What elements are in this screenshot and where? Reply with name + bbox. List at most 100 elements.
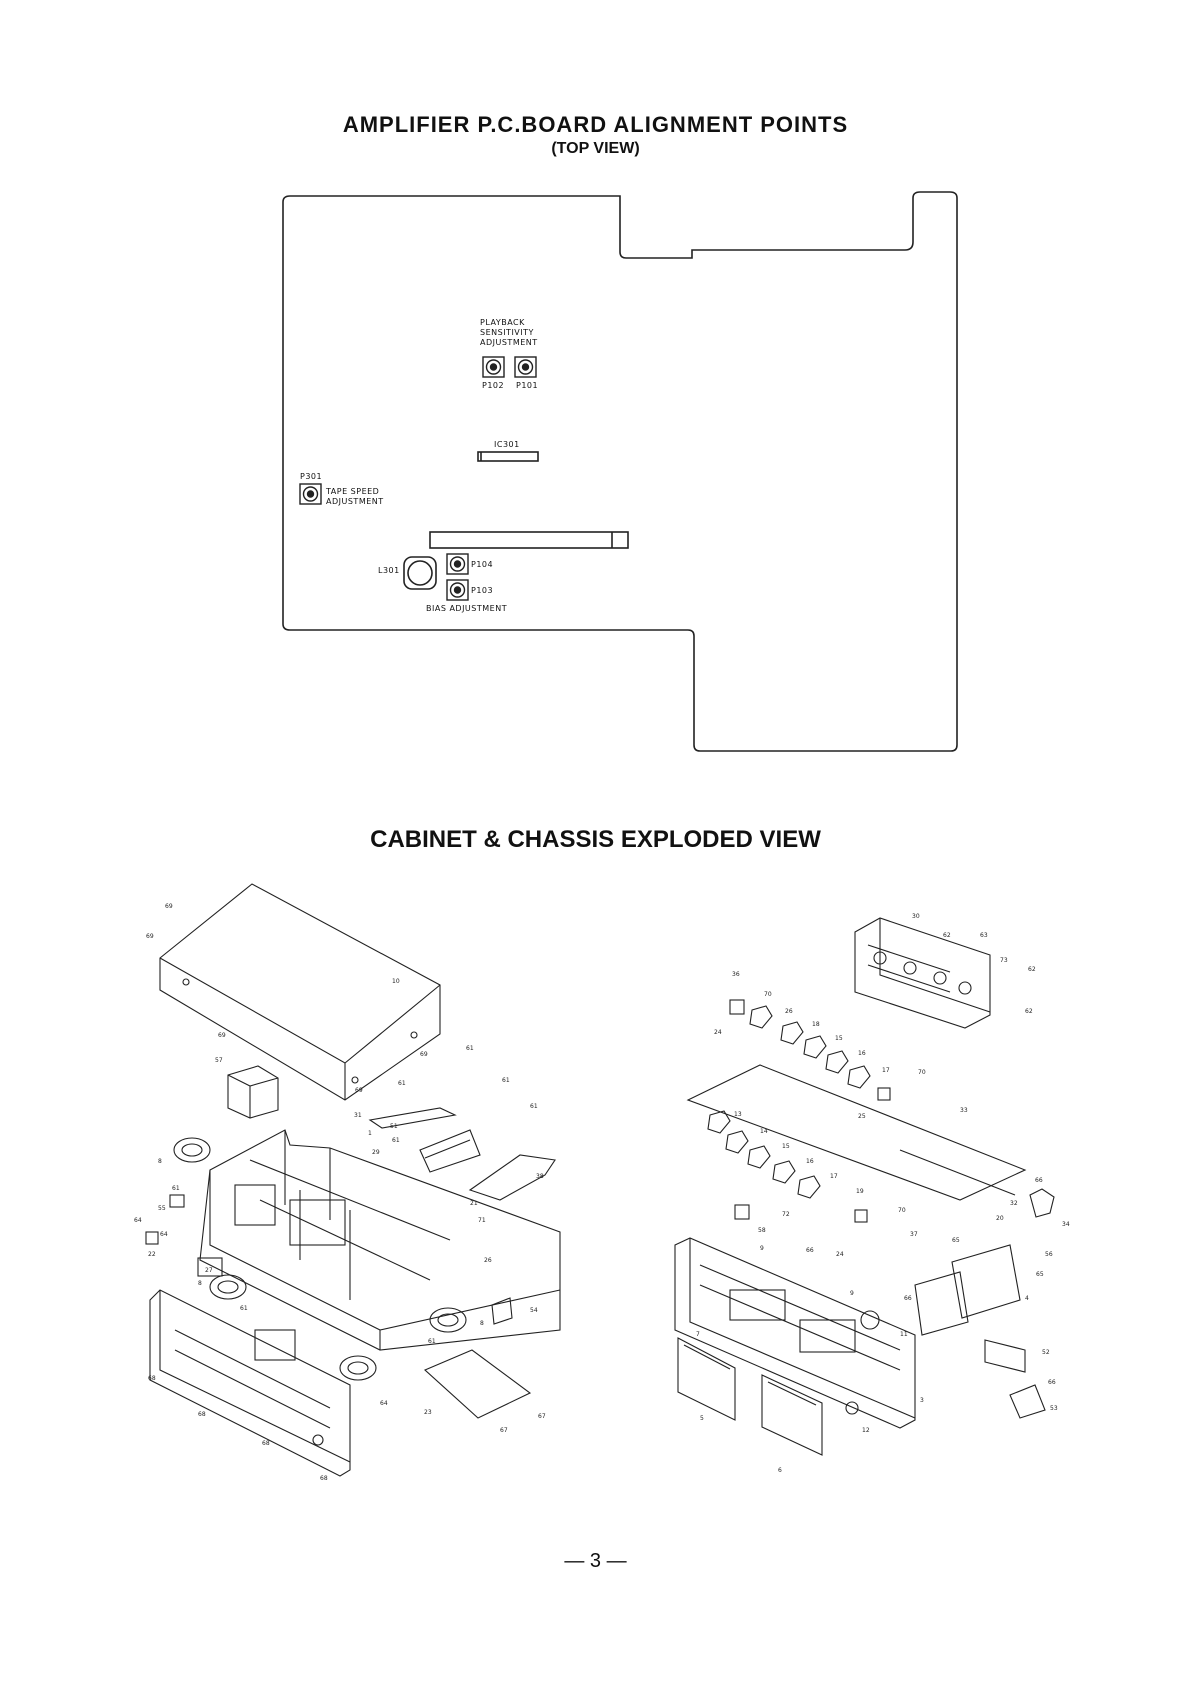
l301-label: L301 — [378, 566, 400, 575]
p102-label: P102 — [482, 381, 505, 390]
callout: 27 — [205, 1267, 213, 1274]
callout: 61 — [398, 1080, 406, 1087]
callout: 65 — [952, 1237, 960, 1244]
callout: 66 — [806, 1247, 814, 1254]
callout: 61 — [172, 1185, 180, 1192]
callout: 64 — [380, 1400, 388, 1407]
callout: 11 — [900, 1331, 908, 1338]
transformer — [227, 1065, 279, 1119]
bottom-plate — [423, 1349, 532, 1419]
callout: 31 — [354, 1112, 362, 1119]
callout: 3 — [920, 1397, 924, 1404]
callout: 61 — [502, 1077, 510, 1084]
callout: 57 — [215, 1057, 223, 1064]
callout: 25 — [858, 1113, 866, 1120]
p102-pot — [482, 356, 505, 378]
exploded-section-title: CABINET & CHASSIS EXPLODED VIEW — [370, 826, 821, 853]
callout: 66 — [1048, 1379, 1056, 1386]
callout: 68 — [320, 1475, 328, 1482]
callout: 33 — [960, 1107, 968, 1114]
callout: 19 — [856, 1188, 864, 1195]
callout: 63 — [980, 932, 988, 939]
p104-pot — [446, 553, 469, 575]
callout: 61 — [530, 1103, 538, 1110]
front-panel-left — [149, 1289, 351, 1477]
cassette-door-right — [761, 1374, 823, 1456]
callout: 70 — [918, 1069, 926, 1076]
callout: 36 — [732, 971, 740, 978]
callout: 16 — [858, 1050, 866, 1057]
callout: 17 — [882, 1067, 890, 1074]
callout: 37 — [910, 1231, 918, 1238]
callout: 26 — [484, 1257, 492, 1264]
p301-pot — [299, 483, 322, 505]
callout: 24 — [714, 1029, 722, 1036]
callout: 9 — [850, 1290, 854, 1297]
callout: 64 — [134, 1217, 142, 1224]
feet-left — [173, 1137, 467, 1381]
callout: 13 — [734, 1111, 742, 1118]
callout: 15 — [835, 1035, 843, 1042]
callout: 62 — [1025, 1008, 1033, 1015]
callout: 17 — [830, 1173, 838, 1180]
playback-label-line-1: PLAYBACK — [480, 318, 525, 327]
callout: 72 — [782, 1211, 790, 1218]
callout: 20 — [996, 1215, 1004, 1222]
callout: 9 — [760, 1245, 764, 1252]
callout: 61 — [240, 1305, 248, 1312]
callout: 51 — [390, 1123, 398, 1130]
page-number: — 3 — — [564, 1550, 627, 1572]
callout: 73 — [1000, 957, 1008, 964]
callout: 21 — [470, 1200, 478, 1207]
p101-pot — [514, 356, 537, 378]
callout: 4 — [1025, 1295, 1029, 1302]
playback-label-line-2: SENSITIVITY — [480, 328, 534, 337]
callout: 65 — [1036, 1271, 1044, 1278]
callout: 8 — [158, 1158, 162, 1165]
callout: 70 — [764, 991, 772, 998]
callout: 58 — [758, 1227, 766, 1234]
bias-adjustment-label: BIAS ADJUSTMENT — [426, 604, 508, 613]
callout: 10 — [392, 978, 400, 985]
callout: 22 — [148, 1251, 156, 1258]
callout: 62 — [1028, 966, 1036, 973]
playback-sensitivity-label: PLAYBACK SENSITIVITY ADJUSTMENT — [480, 318, 538, 348]
callout: 8 — [198, 1280, 202, 1287]
ic301-chip — [477, 451, 539, 462]
p103-pot — [446, 579, 469, 601]
p104-label: P104 — [471, 560, 494, 569]
callout: 30 — [912, 913, 920, 920]
callout: 14 — [760, 1128, 768, 1135]
callout: 29 — [372, 1149, 380, 1156]
callout: 32 — [1010, 1200, 1018, 1207]
callout: 69 — [218, 1032, 226, 1039]
callout: 55 — [158, 1205, 166, 1212]
top-cover — [159, 883, 441, 1101]
callout: 6 — [778, 1467, 782, 1474]
rear-bracket — [854, 917, 991, 1029]
p301-label: P301 — [300, 472, 323, 481]
callout: 5 — [700, 1415, 704, 1422]
callout: 24 — [836, 1251, 844, 1258]
callout: 69 — [165, 903, 173, 910]
callout: 64 — [160, 1231, 168, 1238]
pcb-section-title: AMPLIFIER P.C.BOARD ALIGNMENT POINTS — [342, 112, 849, 137]
pcb-outline — [282, 191, 958, 752]
tape-speed-line-1: TAPE SPEED — [326, 487, 380, 496]
tape-speed-line-2: ADJUSTMENT — [326, 497, 384, 506]
callout: 52 — [1042, 1349, 1050, 1356]
callout: 66 — [904, 1295, 912, 1302]
callout: 54 — [530, 1307, 538, 1314]
callout: 34 — [1062, 1221, 1070, 1228]
callout: 67 — [500, 1427, 508, 1434]
callout: 70 — [898, 1207, 906, 1214]
long-component — [429, 531, 629, 549]
callout: 68 — [262, 1440, 270, 1447]
cassette-door-left — [677, 1337, 736, 1421]
side-module — [914, 1188, 1055, 1419]
callout: 38 — [536, 1173, 544, 1180]
p103-label: P103 — [471, 586, 494, 595]
callout: 8 — [480, 1320, 484, 1327]
